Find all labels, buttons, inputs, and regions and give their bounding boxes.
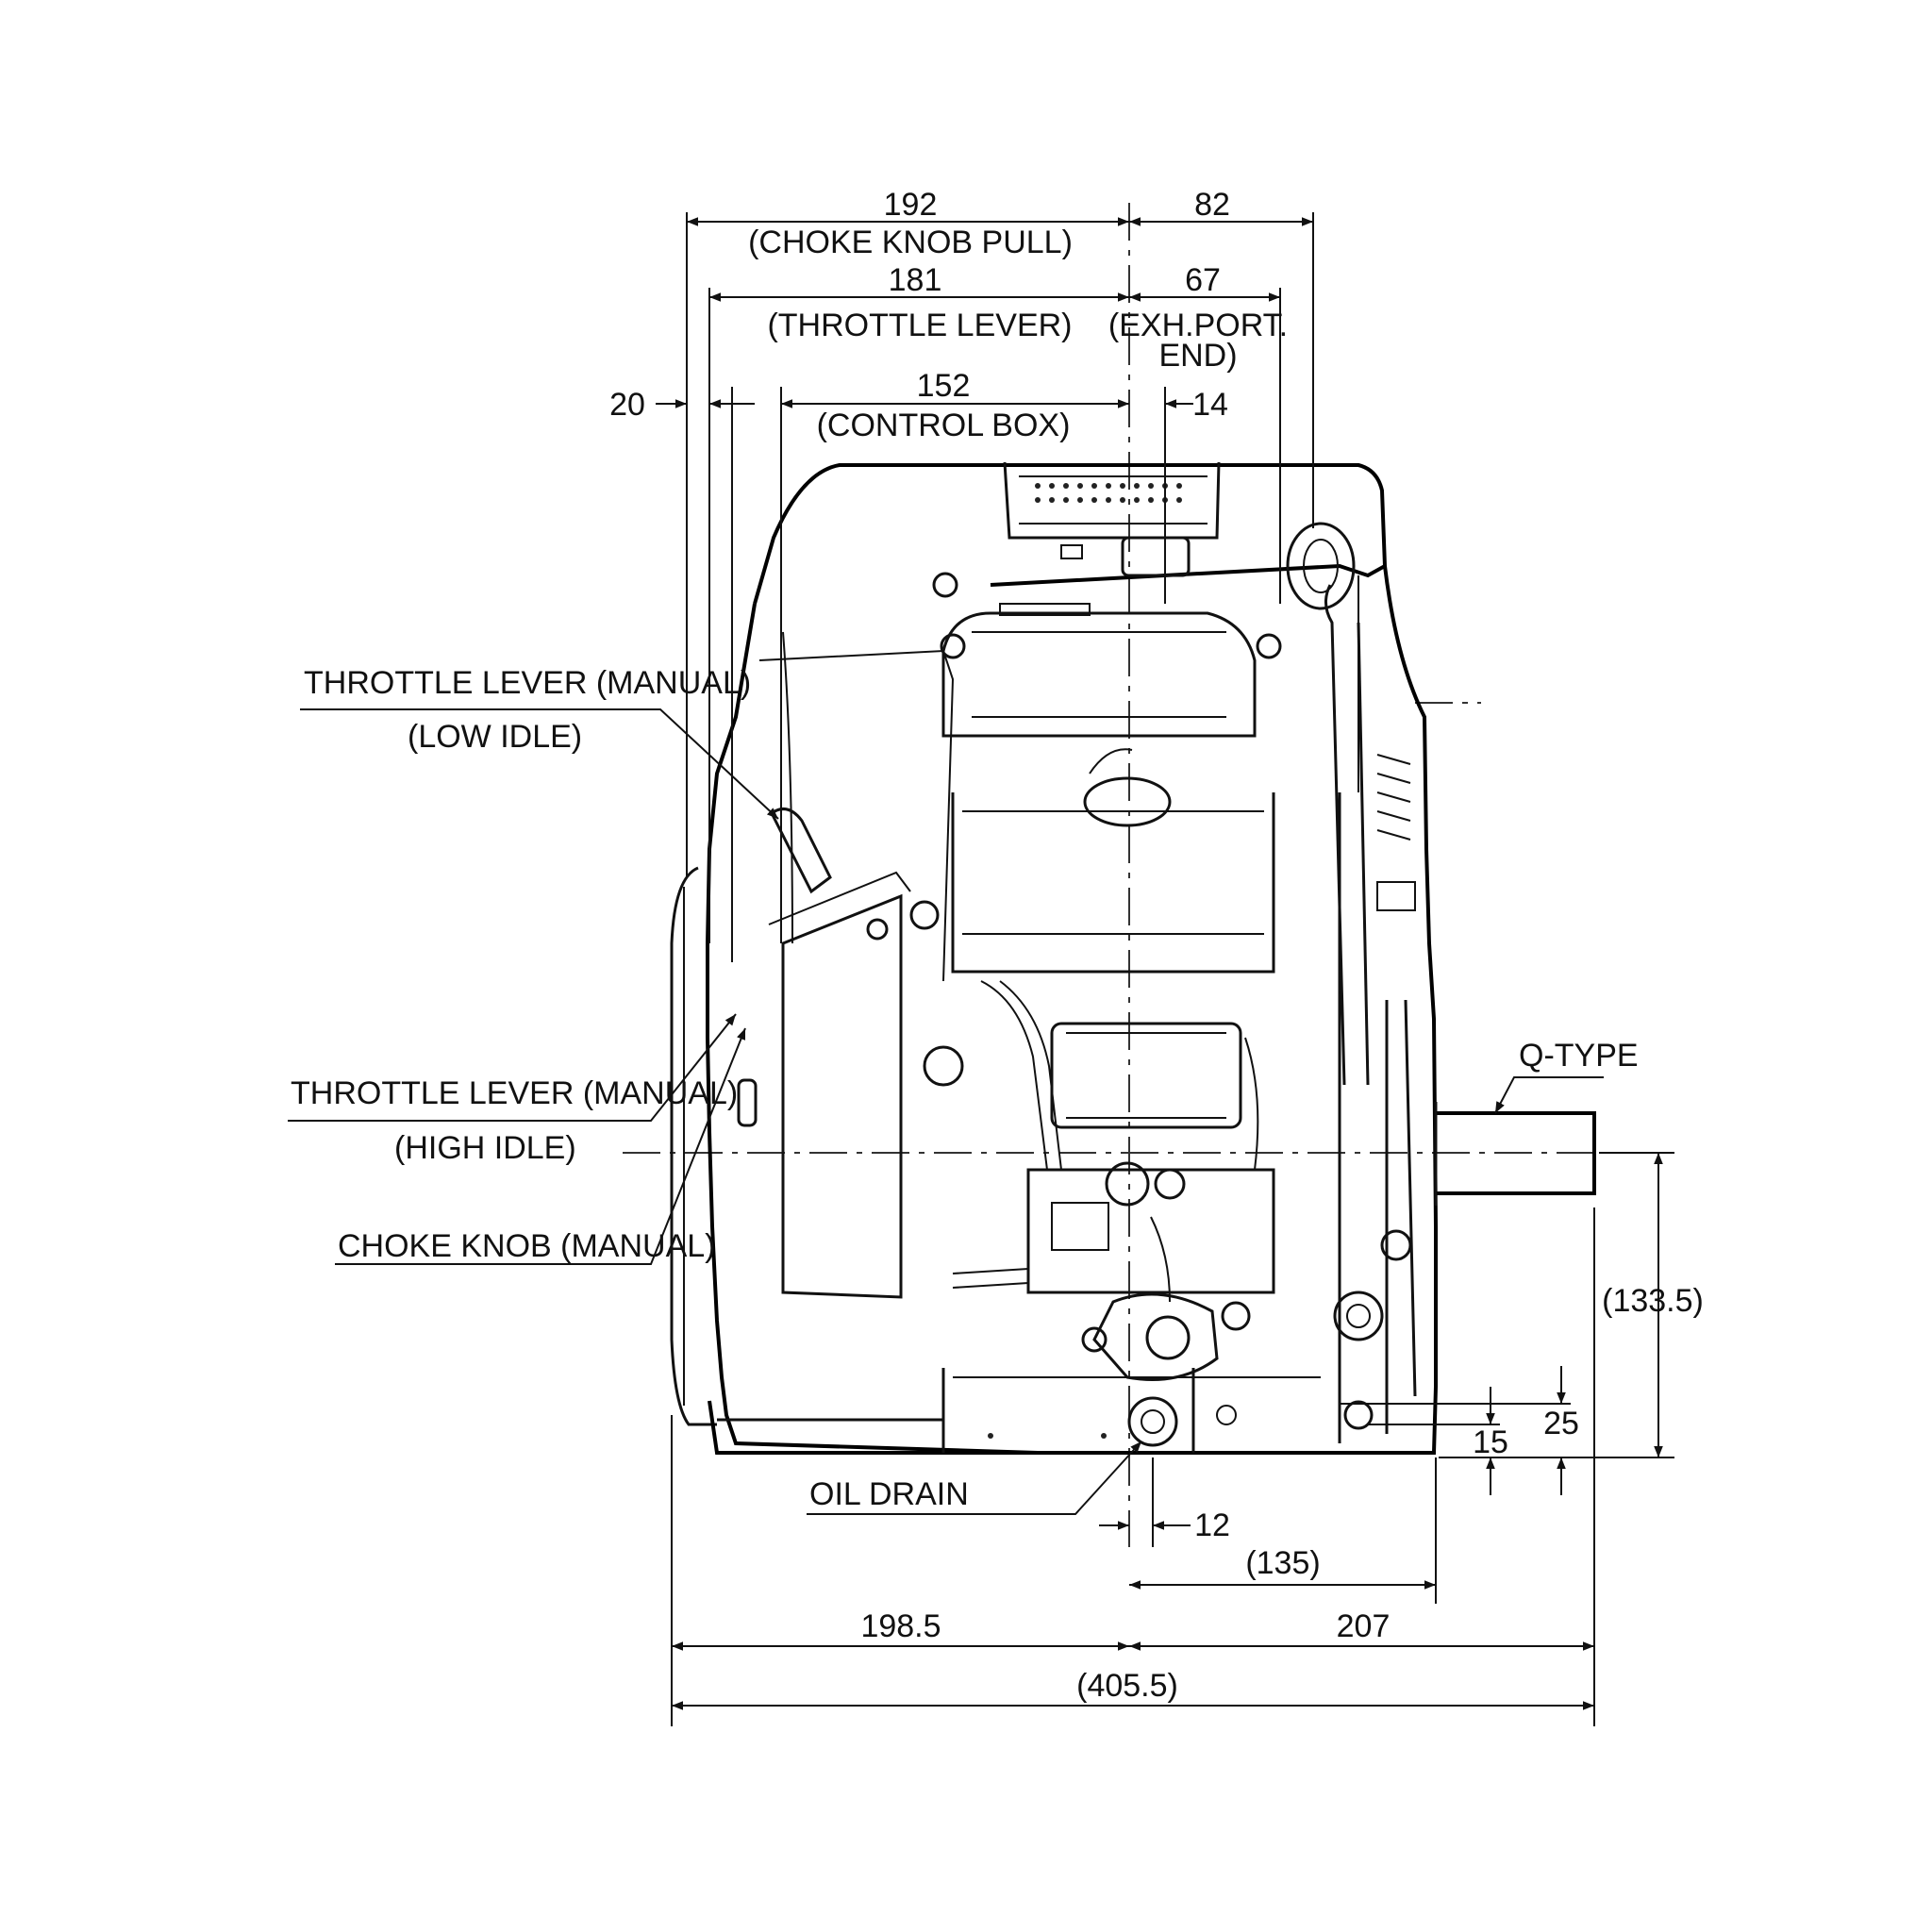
- dimension-lines: [656, 212, 1674, 1726]
- dim-20: 20: [609, 387, 645, 423]
- dim-192: 192: [884, 187, 938, 223]
- label-throttle-high-1: THROTTLE LEVER (MANUAL): [291, 1075, 738, 1111]
- dim-67: 67: [1185, 262, 1221, 298]
- dim-152: 152: [917, 368, 971, 404]
- dim-throttle-lever-label: (THROTTLE LEVER): [767, 308, 1072, 343]
- dim-15: 15: [1473, 1424, 1508, 1460]
- callout-labels: THROTTLE LEVER (MANUAL) (LOW IDLE) THROT…: [291, 665, 1639, 1512]
- dim-133-5: (133.5): [1602, 1283, 1704, 1319]
- label-throttle-low-2: (LOW IDLE): [408, 719, 582, 755]
- dim-control-box-label: (CONTROL BOX): [817, 408, 1071, 443]
- leader-lines: [288, 708, 1604, 1515]
- dim-25: 25: [1543, 1406, 1579, 1441]
- vent-grill: [1035, 483, 1182, 503]
- dim-405-5: (405.5): [1076, 1668, 1178, 1704]
- dim-181: 181: [889, 262, 942, 298]
- dimension-labels: 192 (CHOKE KNOB PULL) 82 181 (THROTTLE L…: [609, 187, 1704, 1704]
- center-lines: [623, 203, 1623, 1547]
- dim-207: 207: [1337, 1608, 1391, 1644]
- label-throttle-high-2: (HIGH IDLE): [394, 1130, 576, 1166]
- dim-198-5: 198.5: [860, 1608, 941, 1644]
- dim-82: 82: [1194, 187, 1230, 223]
- label-throttle-low-1: THROTTLE LEVER (MANUAL): [304, 665, 751, 701]
- dim-12: 12: [1194, 1507, 1230, 1543]
- dim-exh-port-label-2: END): [1158, 338, 1237, 374]
- dim-exh-port-label-1: (EXH.PORT.: [1108, 308, 1288, 343]
- dim-choke-knob-pull-label: (CHOKE KNOB PULL): [748, 225, 1073, 260]
- label-oil-drain: OIL DRAIN: [809, 1476, 969, 1512]
- label-choke-knob: CHOKE KNOB (MANUAL): [338, 1228, 716, 1264]
- dim-14: 14: [1192, 387, 1228, 423]
- engine-outline: [670, 461, 1596, 1455]
- dim-135: (135): [1245, 1545, 1320, 1581]
- label-q-type: Q-TYPE: [1519, 1038, 1639, 1074]
